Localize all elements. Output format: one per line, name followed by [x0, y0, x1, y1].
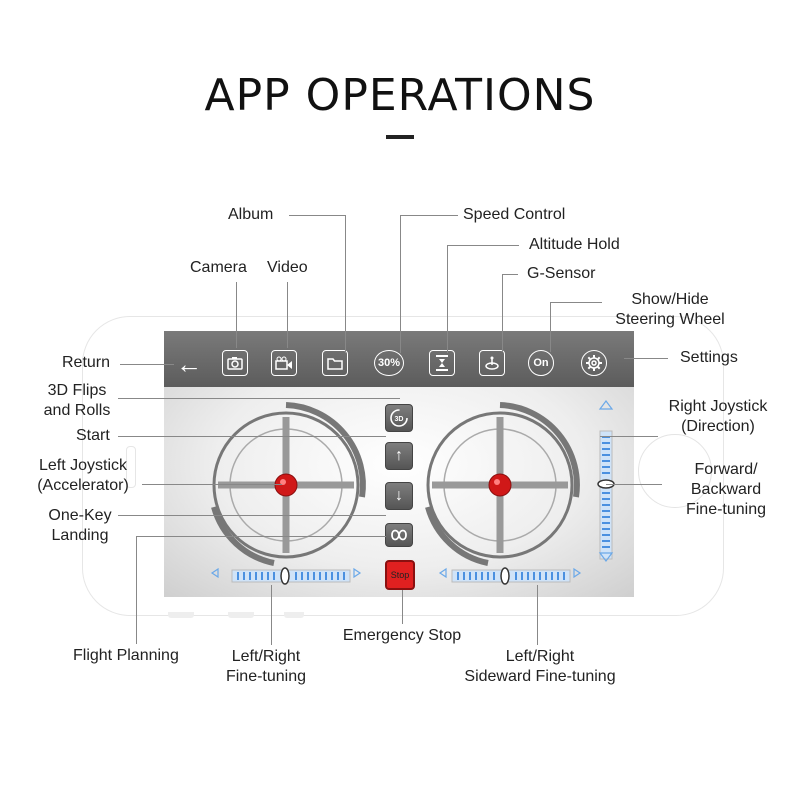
- label-left-joystick: Left Joystick (Accelerator): [26, 456, 140, 496]
- joystick-graphics: [210, 400, 615, 585]
- app-screen: ← 30% On: [164, 331, 634, 597]
- leader-line: [624, 358, 668, 359]
- left-right-trim[interactable]: [210, 567, 362, 585]
- label-speed-control: Speed Control: [463, 206, 566, 223]
- label-fwd-line1: Forward/: [694, 461, 758, 478]
- label-left-joystick-line1: Left Joystick: [38, 457, 128, 474]
- leader-line: [447, 245, 519, 246]
- label-right-joystick-line2: (Direction): [681, 418, 755, 435]
- flip-icon[interactable]: 3D: [385, 404, 413, 432]
- label-fwd-line2: Backward: [690, 481, 762, 498]
- speed-icon[interactable]: 30%: [374, 350, 404, 376]
- leader-line: [142, 484, 282, 485]
- leader-line: [402, 590, 403, 624]
- label-one-key-line2: Landing: [51, 527, 109, 544]
- phone-button-bump: [284, 612, 304, 618]
- left-joystick[interactable]: [211, 402, 366, 566]
- label-video: Video: [267, 259, 308, 276]
- label-3d-flips-line1: 3D Flips: [47, 382, 107, 399]
- label-left-joystick-line2: (Accelerator): [37, 477, 129, 494]
- album-icon[interactable]: [322, 350, 348, 376]
- page-title: APP OPERATIONS: [204, 70, 596, 121]
- label-lr-line2: Fine-tuning: [225, 668, 307, 685]
- title-underline: [386, 135, 414, 139]
- flip-label: 3D: [395, 416, 404, 423]
- leader-line: [120, 364, 174, 365]
- label-3d-flips-line2: and Rolls: [43, 402, 111, 419]
- label-start: Start: [76, 427, 110, 444]
- phone-button-bump: [168, 612, 194, 618]
- leader-line: [502, 274, 518, 275]
- label-show-hide-line2: Steering Wheel: [615, 311, 725, 328]
- phone-button-bump: [228, 612, 254, 618]
- label-altitude-hold: Altitude Hold: [529, 236, 620, 253]
- label-left-right-fine: Left/Right Fine-tuning: [210, 647, 322, 687]
- settings-gear-icon[interactable]: [581, 350, 607, 376]
- leader-line: [600, 436, 658, 437]
- label-return: Return: [62, 354, 111, 371]
- top-toolbar: ← 30% On: [164, 331, 634, 387]
- label-emergency-stop: Emergency Stop: [342, 627, 462, 644]
- leader-line: [118, 515, 386, 516]
- leader-line: [550, 302, 602, 303]
- phone-side-notch: [126, 446, 136, 488]
- label-one-key-line1: One-Key: [48, 507, 112, 524]
- label-right-joystick: Right Joystick (Direction): [656, 397, 780, 437]
- sideward-trim[interactable]: [438, 567, 582, 585]
- altitude-hold-icon[interactable]: [429, 350, 455, 376]
- leader-line: [118, 398, 400, 399]
- label-forward-backward: Forward/ Backward Fine-tuning: [668, 460, 784, 520]
- leader-line: [550, 302, 551, 352]
- leader-line: [236, 282, 237, 348]
- g-sensor-icon[interactable]: [479, 350, 505, 376]
- up-arrow-icon[interactable]: ↑: [385, 442, 413, 470]
- leader-line: [606, 484, 662, 485]
- back-arrow-icon[interactable]: ←: [176, 349, 202, 379]
- phone-home-button: [638, 434, 712, 508]
- leader-line: [345, 215, 346, 353]
- label-g-sensor: G-Sensor: [527, 265, 596, 282]
- down-arrow-icon[interactable]: ↓: [385, 482, 413, 510]
- label-show-hide-line1: Show/Hide: [631, 291, 709, 308]
- label-right-joystick-line1: Right Joystick: [668, 398, 768, 415]
- forward-backward-trim[interactable]: [597, 400, 615, 562]
- label-camera: Camera: [190, 259, 247, 276]
- stop-icon[interactable]: Stop: [385, 560, 415, 590]
- video-icon[interactable]: [271, 350, 297, 376]
- leader-line: [136, 536, 386, 537]
- label-one-key-landing: One-Key Landing: [36, 506, 124, 546]
- leader-line: [502, 274, 503, 352]
- leader-line: [136, 536, 137, 644]
- leader-line: [400, 215, 458, 216]
- leader-line: [271, 585, 272, 645]
- leader-line: [118, 436, 386, 437]
- label-side-line1: Left/Right: [505, 648, 575, 665]
- leader-line: [400, 215, 401, 353]
- label-fwd-line3: Fine-tuning: [685, 501, 767, 518]
- label-album: Album: [228, 206, 274, 223]
- leader-line: [447, 245, 448, 353]
- leader-line: [287, 282, 288, 348]
- label-settings: Settings: [680, 349, 738, 366]
- leader-line: [537, 585, 538, 645]
- leader-line: [289, 215, 345, 216]
- label-flight-planning: Flight Planning: [73, 647, 179, 664]
- label-side-line2: Sideward Fine-tuning: [464, 668, 616, 685]
- toggle-icon[interactable]: On: [528, 350, 554, 376]
- label-lr-line1: Left/Right: [231, 648, 301, 665]
- label-3d-flips: 3D Flips and Rolls: [30, 381, 124, 421]
- label-show-hide: Show/Hide Steering Wheel: [600, 290, 740, 330]
- right-joystick[interactable]: [425, 402, 580, 566]
- label-sideward-fine: Left/Right Sideward Fine-tuning: [450, 647, 630, 687]
- camera-icon[interactable]: [222, 350, 248, 376]
- flight-planning-icon[interactable]: [385, 523, 413, 547]
